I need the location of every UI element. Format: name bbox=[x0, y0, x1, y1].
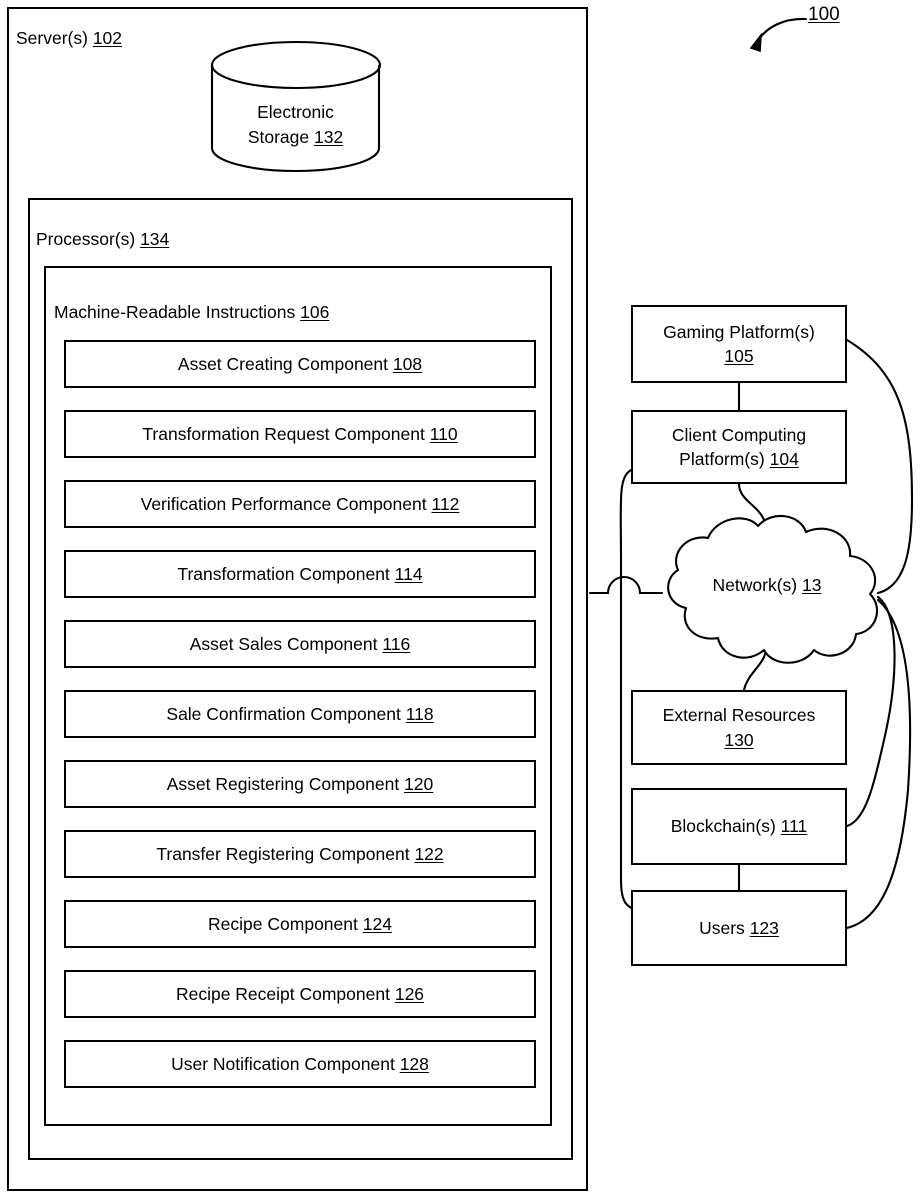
figure-callout-arrow bbox=[755, 17, 808, 44]
server-title: Server(s) bbox=[16, 28, 88, 48]
gaming-platform-ref: 105 bbox=[724, 346, 754, 366]
processor-label: Processor(s) 134 bbox=[36, 229, 169, 250]
network-cloud-icon[interactable] bbox=[648, 510, 886, 670]
component-ref: 108 bbox=[392, 353, 423, 374]
component-box-recipe[interactable]: Recipe Component 124 bbox=[64, 900, 536, 948]
component-label: Transfer Registering Component bbox=[156, 843, 410, 864]
component-ref: 116 bbox=[382, 633, 411, 654]
component-box-asset-creating[interactable]: Asset Creating Component 108 bbox=[64, 340, 536, 388]
electronic-storage-line1: Electronic bbox=[257, 102, 334, 122]
external-resources-box[interactable]: External Resources 130 bbox=[631, 690, 847, 765]
component-label: Asset Registering Component bbox=[166, 773, 400, 794]
component-ref: 122 bbox=[414, 843, 444, 864]
component-label: Recipe Component bbox=[208, 913, 358, 934]
users-label: Users bbox=[699, 917, 745, 938]
component-ref: 112 bbox=[431, 493, 460, 514]
component-box-asset-sales[interactable]: Asset Sales Component 116 bbox=[64, 620, 536, 668]
component-ref: 118 bbox=[405, 703, 434, 724]
users-ref: 123 bbox=[749, 917, 779, 938]
processor-ref: 134 bbox=[140, 229, 170, 249]
gaming-platform-label: Gaming Platform(s) bbox=[663, 321, 815, 342]
electronic-storage-ref: 132 bbox=[313, 126, 344, 147]
network-title: Network(s) bbox=[712, 575, 798, 595]
component-ref: 120 bbox=[404, 773, 434, 794]
gaming-platform-box[interactable]: Gaming Platform(s) 105 bbox=[631, 305, 847, 383]
component-label: Transformation Request Component bbox=[142, 423, 425, 444]
component-label: Recipe Receipt Component bbox=[175, 983, 390, 1004]
component-box-asset-registering[interactable]: Asset Registering Component 120 bbox=[64, 760, 536, 808]
electronic-storage-cylinder-icon bbox=[210, 40, 381, 173]
component-label: User Notification Component bbox=[171, 1053, 395, 1074]
component-label: Verification Performance Component bbox=[140, 493, 427, 514]
component-ref: 110 bbox=[429, 423, 458, 444]
users-box[interactable]: Users 123 bbox=[631, 890, 847, 966]
component-ref: 124 bbox=[362, 913, 392, 934]
processor-title: Processor(s) bbox=[36, 229, 136, 249]
component-ref: 128 bbox=[399, 1053, 429, 1074]
client-computing-platform-box[interactable]: Client Computing Platform(s) 104 bbox=[631, 410, 847, 484]
machine-readable-instructions-label: Machine-Readable Instructions 106 bbox=[54, 302, 329, 323]
blockchain-ref: 111 bbox=[780, 816, 808, 837]
component-label: Asset Creating Component bbox=[177, 353, 389, 374]
blockchain-label: Blockchain(s) bbox=[670, 816, 776, 837]
external-resources-ref: 130 bbox=[724, 729, 754, 750]
component-label: Sale Confirmation Component bbox=[166, 703, 401, 724]
component-ref: 126 bbox=[394, 983, 425, 1004]
component-label: Asset Sales Component bbox=[189, 633, 378, 654]
component-ref: 114 bbox=[394, 563, 423, 584]
component-label: Transformation Component bbox=[177, 563, 390, 584]
electronic-storage-line2: Storage bbox=[247, 126, 310, 147]
external-resources-label: External Resources bbox=[662, 705, 816, 726]
component-box-transformation[interactable]: Transformation Component 114 bbox=[64, 550, 536, 598]
component-box-transfer-registering[interactable]: Transfer Registering Component 122 bbox=[64, 830, 536, 878]
server-label: Server(s) 102 bbox=[16, 28, 122, 49]
component-box-transformation-request[interactable]: Transformation Request Component 110 bbox=[64, 410, 536, 458]
network-label: Network(s) 13 bbox=[648, 575, 886, 596]
component-box-verification-performance[interactable]: Verification Performance Component 112 bbox=[64, 480, 536, 528]
client-platform-ref: 104 bbox=[769, 449, 799, 469]
figure-reference-numeral: 100 bbox=[808, 4, 840, 25]
component-box-sale-confirmation[interactable]: Sale Confirmation Component 118 bbox=[64, 690, 536, 738]
blockchain-box[interactable]: Blockchain(s) 111 bbox=[631, 788, 847, 865]
network-ref: 13 bbox=[802, 575, 822, 595]
client-platform-line1: Client Computing bbox=[671, 424, 807, 445]
client-platform-line2: Platform(s) bbox=[679, 449, 765, 469]
figure-callout-arrowhead bbox=[749, 32, 762, 53]
instructions-title: Machine-Readable Instructions bbox=[54, 302, 296, 322]
component-box-recipe-receipt[interactable]: Recipe Receipt Component 126 bbox=[64, 970, 536, 1018]
component-box-user-notification[interactable]: User Notification Component 128 bbox=[64, 1040, 536, 1088]
instructions-ref: 106 bbox=[300, 302, 330, 322]
server-ref: 102 bbox=[92, 28, 123, 48]
electronic-storage-label: Electronic Storage 132 bbox=[210, 100, 381, 150]
